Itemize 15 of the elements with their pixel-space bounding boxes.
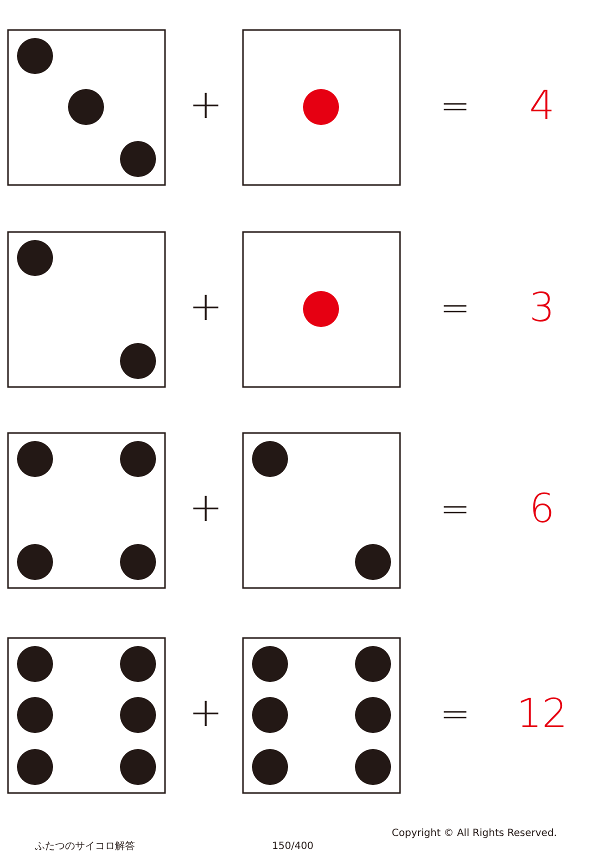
- footer-title: ふたつのサイコロ解答: [35, 842, 135, 852]
- equals-sign: =: [440, 291, 470, 327]
- plus-sign: +: [189, 85, 223, 125]
- copyright-text: Copyright © All Rights Reserved.: [392, 829, 557, 839]
- plus-sign: +: [189, 287, 223, 327]
- equals-sign: =: [440, 492, 470, 528]
- answer-number: 12: [516, 694, 568, 734]
- equals-sign: =: [440, 697, 470, 733]
- answer-number: 3: [528, 288, 556, 328]
- plus-sign: +: [189, 693, 223, 733]
- answer-number: 6: [528, 489, 556, 529]
- equals-sign: =: [440, 89, 470, 125]
- answer-number: 4: [528, 86, 556, 126]
- page-number: 150/400: [272, 842, 314, 852]
- plus-sign: +: [189, 488, 223, 528]
